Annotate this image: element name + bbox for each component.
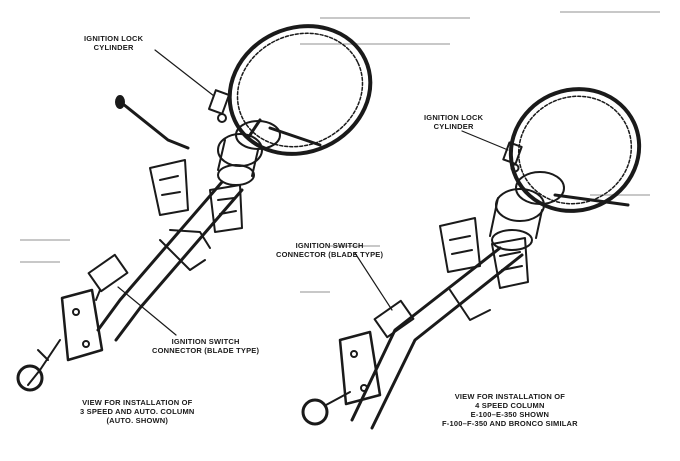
left-ignition-lock-cylinder	[208, 89, 230, 123]
label-line: IGNITION SWITCH	[171, 337, 240, 346]
left-column-lower-end	[16, 339, 61, 392]
label-line: IGNITION LOCK	[84, 34, 144, 43]
caption-line: (AUTO. SHOWN)	[106, 416, 169, 425]
left-column-tube	[96, 180, 244, 342]
right-brackets	[439, 217, 529, 289]
right-steering-wheel	[508, 87, 642, 213]
right-steering-hub	[489, 171, 565, 251]
right-ignition-switch	[373, 299, 415, 339]
left-lock-cylinder-label: IGNITION LOCK CYLINDER	[84, 34, 143, 52]
caption-line: 3 SPEED AND AUTO. COLUMN	[80, 407, 195, 416]
left-steering-hub	[217, 120, 281, 186]
label-line: CYLINDER	[93, 43, 134, 52]
label-line: IGNITION SWITCH	[295, 241, 364, 250]
left-gear-shift-lever	[115, 95, 190, 150]
caption-line: F-100–F-350 AND BRONCO SIMILAR	[442, 419, 578, 428]
caption-line: 4 SPEED COLUMN	[475, 401, 545, 410]
label-line: CONNECTOR (BLADE TYPE)	[152, 346, 260, 355]
left-steering-wheel	[227, 24, 373, 156]
label-line: CONNECTOR (BLADE TYPE)	[276, 250, 384, 259]
mid-ignition-switch-connector-label: IGNITION SWITCH CONNECTOR (BLADE TYPE)	[276, 241, 383, 259]
caption-line: VIEW FOR INSTALLATION OF	[82, 398, 193, 407]
left-ignition-switch	[87, 253, 129, 301]
label-line: IGNITION LOCK	[424, 113, 484, 122]
right-installation-caption: VIEW FOR INSTALLATION OF 4 SPEED COLUMN …	[442, 392, 578, 428]
right-ignition-lock-cylinder	[502, 141, 523, 173]
label-line: CYLINDER	[433, 122, 474, 131]
bleed-through-text	[20, 11, 660, 293]
left-ignition-switch-connector-label: IGNITION SWITCH CONNECTOR (BLADE TYPE)	[152, 337, 259, 355]
right-lock-cylinder-label: IGNITION LOCK CYLINDER	[424, 113, 483, 131]
left-brackets	[149, 159, 243, 233]
caption-line: E-100–E-350 SHOWN	[470, 410, 550, 419]
leader-lines	[117, 49, 509, 336]
caption-line: VIEW FOR INSTALLATION OF	[454, 392, 566, 401]
left-installation-caption: VIEW FOR INSTALLATION OF 3 SPEED AND AUT…	[80, 398, 195, 425]
right-mounting-plate	[338, 330, 382, 406]
left-mounting-plate	[60, 288, 104, 362]
right-column-lower-end	[301, 391, 351, 426]
